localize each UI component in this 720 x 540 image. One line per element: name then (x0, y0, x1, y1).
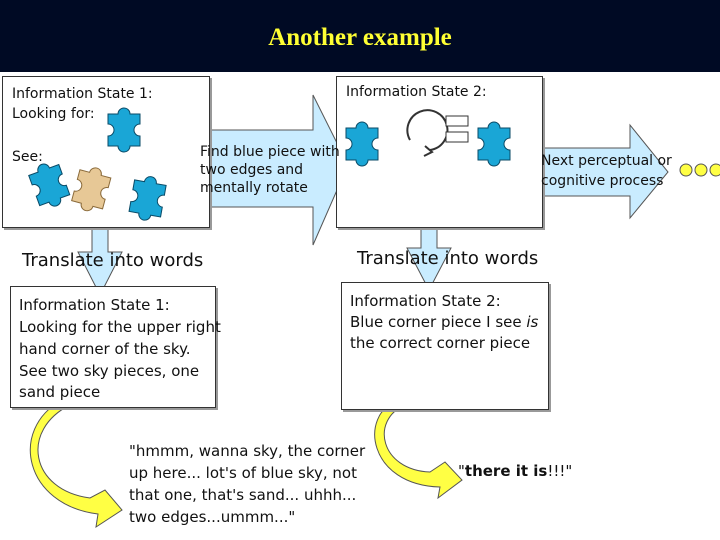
puzzle-piece-target-icon (107, 107, 141, 153)
state1-see-label: See: (12, 149, 43, 165)
words-left-line2: Looking for the upper right (19, 318, 221, 336)
yellow-arrow-right (374, 399, 463, 500)
words-left-line1: Information State 1: (19, 296, 170, 314)
quote-left-line1: "hmmm, wanna sky, the corner (129, 442, 366, 460)
words-box-state-2 (341, 282, 549, 410)
words-left-line3: hand corner of the sky. (19, 340, 191, 358)
quote-left-line4: two edges...ummm..." (129, 508, 296, 526)
equals-bar-icon (445, 131, 469, 143)
arrow1-text-line1: Find blue piece with (200, 144, 340, 160)
quote-right-bold: there it is (464, 462, 548, 480)
quote-right-open: " (458, 462, 465, 480)
rotate-arrow-icon (406, 109, 449, 151)
arrow-next-process (532, 123, 669, 220)
puzzle-piece-rotated-icon (477, 121, 511, 167)
information-state-1-box (2, 76, 210, 228)
ellipsis-dot (709, 163, 720, 177)
words-right-line2-text: Blue corner piece I see (350, 313, 527, 331)
quote-left-line3: that one, that's sand... uhhh... (129, 486, 357, 504)
quote-right-close: !!!" (547, 462, 573, 480)
words-right-line2-emphasis: is (526, 313, 539, 331)
puzzle-piece-rotating-icon (345, 121, 379, 167)
arrow1-text-line3: mentally rotate (200, 180, 308, 196)
quote-left-line2: up here... lot's of blue sky, not (129, 464, 357, 482)
ellipsis-dot (679, 163, 693, 177)
next-process-line1: Next perceptual or (541, 153, 672, 169)
quote-right: "there it is!!!" (458, 460, 572, 482)
words-left-line4: See two sky pieces, one (19, 362, 200, 380)
words-right-line1: Information State 2: (350, 292, 501, 310)
title-bar (0, 0, 720, 72)
words-box-state-1 (10, 286, 216, 408)
next-process-line2: cognitive process (541, 173, 664, 189)
words-right-line3: the correct corner piece (350, 334, 531, 352)
slide-title: Another example (268, 24, 452, 51)
words-right-line2: Blue corner piece I see is (350, 311, 538, 333)
arrow1-text-line2: two edges and (200, 162, 304, 178)
arrow-down-right (406, 223, 452, 292)
state2-heading: Information State 2: (346, 84, 487, 100)
puzzle-piece-blue-icon (127, 173, 168, 224)
equals-bar-icon (445, 115, 469, 127)
state1-heading-line2: Looking for: (12, 106, 95, 122)
translate-label-left: Translate into words (22, 250, 204, 271)
yellow-arrow-left (29, 399, 123, 529)
puzzle-piece-sand-icon (69, 163, 113, 216)
ellipsis-dot (694, 163, 708, 177)
state1-heading-line1: Information State 1: (12, 86, 153, 102)
arrow-find-blue-piece (194, 94, 349, 246)
translate-label-right: Translate into words (357, 248, 539, 269)
puzzle-piece-blue-icon (26, 158, 73, 212)
words-left-line5: sand piece (19, 383, 101, 401)
